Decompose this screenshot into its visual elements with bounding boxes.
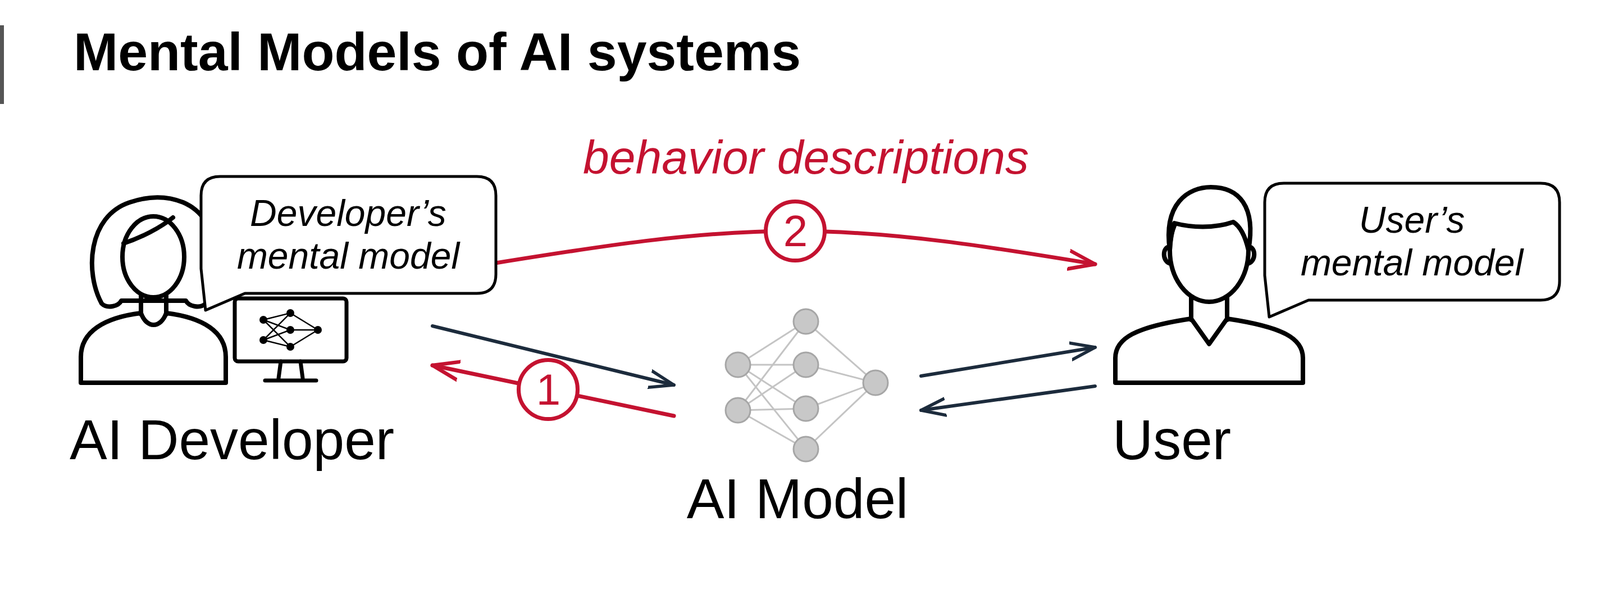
mental-model-text: User’s mental model <box>1299 198 1525 285</box>
neural-network-icon <box>725 308 888 462</box>
callout-number: 2 <box>783 208 808 253</box>
diagram-title: Mental Models of AI systems <box>73 21 801 83</box>
network-link <box>737 321 806 365</box>
mini-network-node <box>286 342 295 351</box>
network-link <box>737 409 806 449</box>
bubble-outline <box>1264 183 1560 317</box>
figure-neck <box>140 294 167 314</box>
network-link <box>737 321 806 410</box>
figure-body <box>1115 318 1303 383</box>
network-link <box>737 364 806 409</box>
slide-edge-bar <box>0 25 4 104</box>
flow-arrow <box>921 347 1096 376</box>
mini-network-node <box>286 325 295 334</box>
network-unit <box>725 397 751 423</box>
network-link <box>737 364 806 410</box>
callout-number: 1 <box>536 367 561 412</box>
node-label: AI Model <box>679 466 916 531</box>
speech-bubble: Developer’s mental model <box>201 176 496 294</box>
figure-neck <box>1191 293 1228 320</box>
network-unit <box>793 308 819 334</box>
figure-face <box>1169 198 1249 302</box>
mini-network-link <box>263 312 291 340</box>
figure-body <box>80 312 226 383</box>
mini-network-link <box>290 312 318 330</box>
callout-circle: 2 <box>763 199 827 263</box>
node-illustration <box>1095 179 1326 408</box>
network-unit <box>793 395 819 421</box>
mini-network-link <box>263 329 291 340</box>
speech-bubble: User’s mental model <box>1264 183 1560 300</box>
mini-network-link <box>263 319 291 330</box>
mini-network-node <box>313 325 322 334</box>
network-unit <box>725 352 751 377</box>
user-figure <box>1115 187 1303 383</box>
node-label: User <box>1112 407 1308 472</box>
mini-network-link <box>263 339 291 347</box>
figure-hair <box>1168 187 1251 250</box>
monitor-screen <box>234 298 347 362</box>
mini-network-node <box>286 308 295 317</box>
figure-bangs <box>123 217 173 244</box>
monitor-icon <box>234 298 347 381</box>
model-node: AI Model <box>673 297 922 537</box>
callout-circle: 1 <box>516 357 580 421</box>
monitor-stand <box>265 361 317 381</box>
network-link <box>737 408 806 410</box>
flow-arrow <box>432 365 674 416</box>
mini-network-link <box>290 329 318 347</box>
bubble-outline <box>201 176 496 311</box>
mini-network-link <box>263 319 291 347</box>
mini-network-node <box>259 335 268 344</box>
network-unit <box>863 370 888 395</box>
network-link <box>737 363 806 366</box>
flow-label: behavior descriptions <box>582 130 1029 185</box>
network-link <box>805 382 876 409</box>
node-illustration <box>673 297 922 467</box>
mental-model-text: Developer’s mental model <box>235 192 462 278</box>
mini-network-node <box>259 315 268 324</box>
mini-network-link <box>290 329 318 331</box>
figure-ears <box>1164 246 1255 264</box>
network-link <box>805 382 876 449</box>
network-unit <box>793 436 819 462</box>
figure-face <box>122 216 185 298</box>
developer-figure <box>80 197 226 383</box>
network-link <box>737 364 806 449</box>
network-unit <box>793 352 819 377</box>
user-node: User <box>1095 179 1326 478</box>
flow-arrow <box>921 385 1096 410</box>
mini-network-link <box>263 312 291 320</box>
network-link <box>805 321 876 383</box>
figure-hair <box>92 197 216 307</box>
node-label: AI Developer <box>69 407 419 472</box>
network-link <box>805 364 876 383</box>
